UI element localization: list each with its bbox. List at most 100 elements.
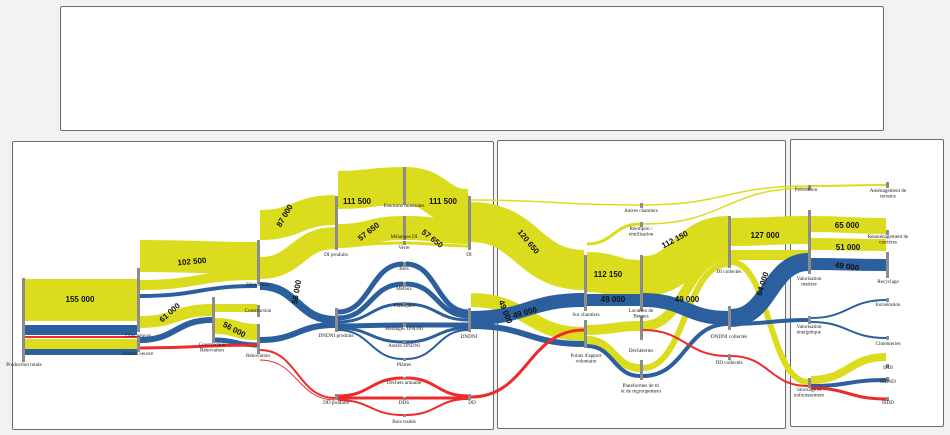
sankey-link [405, 281, 469, 319]
flow-value-label: 49 000 [675, 295, 700, 304]
sankey-nodes [22, 167, 889, 417]
node-label: ISDND [880, 379, 896, 385]
sankey-link [586, 344, 641, 378]
node-label: Sur chantiers [572, 312, 599, 318]
sankey-link [337, 302, 404, 324]
sankey-link [810, 238, 887, 251]
sankey-link [259, 282, 336, 324]
node-label: DI produits [324, 252, 348, 258]
node-di-produits [335, 196, 338, 250]
node-decheteries [640, 316, 643, 340]
node-dd-collectes [728, 354, 731, 360]
node-isdi [886, 364, 889, 368]
node-stockage [808, 378, 811, 388]
node-label: Verre [398, 245, 410, 251]
sankey-link [642, 251, 729, 331]
sankey-link [810, 299, 887, 319]
sankey-link [139, 240, 258, 274]
node-label: DD produits [323, 400, 349, 406]
node-label: DI collectés [717, 269, 742, 275]
sankey-link [470, 328, 585, 399]
node-label: Démolition [246, 282, 270, 288]
node-di [468, 196, 471, 250]
flow-value-label: 112 150 [594, 270, 623, 279]
node-dd [468, 394, 471, 400]
sankey-link [405, 329, 469, 360]
sankey-link [259, 195, 336, 240]
node-dndni-produits [335, 308, 338, 332]
node-reamenagement [886, 230, 889, 235]
node-melanges-di [403, 216, 406, 240]
sankey-link [586, 222, 641, 246]
node-label: Déchets amiante [387, 380, 422, 386]
sankey-link [337, 326, 404, 344]
flow-value-label: 111 500 [429, 197, 458, 206]
node-renovation [257, 324, 260, 354]
node-fractions-minerales [403, 167, 406, 205]
sankey-link [470, 199, 641, 206]
node-demolition [257, 240, 260, 284]
node-construction [257, 305, 260, 317]
sankey-link [730, 318, 809, 326]
inert-waste-flows [24, 167, 887, 385]
node-prevention [808, 185, 811, 190]
sankey-link [642, 187, 809, 225]
node-label: Recyclage [877, 279, 899, 285]
sankey-link [337, 261, 404, 315]
sankey-link [259, 349, 336, 399]
node-valorisation-energetique [808, 316, 811, 324]
node-points-apport [584, 320, 587, 348]
sankey-link [642, 293, 729, 325]
sankey-link [139, 304, 213, 328]
sankey-link [337, 376, 404, 398]
sankey-link [470, 293, 585, 325]
node-construction-renovation [212, 297, 215, 343]
sankey-link [586, 321, 641, 335]
sankey-link [810, 386, 887, 401]
sankey-link [405, 326, 469, 344]
flow-value-label: 111 500 [343, 197, 372, 206]
sankey-link [810, 378, 887, 388]
node-label: Fractions minérales [384, 203, 425, 209]
node-label: Cimenteries [875, 341, 900, 347]
sankey-link [469, 202, 586, 290]
flow-value-label: 65 000 [835, 221, 860, 230]
sankey-link [337, 167, 404, 209]
node-bois [403, 262, 406, 267]
node-sur-chantiers [584, 255, 587, 311]
sankey-link [337, 281, 404, 321]
node-label: Mélanges DI [391, 234, 418, 240]
node-plateformes [640, 360, 643, 380]
sankey-link [405, 241, 469, 248]
node-di-collectes [728, 216, 731, 268]
sankey-link [642, 329, 729, 357]
node-valorisation-matiere [808, 210, 811, 274]
node-production-totale [22, 278, 25, 362]
node-location-bennes [640, 255, 643, 311]
sankey-link [139, 284, 258, 298]
node-label: Réemploi /réutilisation [629, 226, 654, 238]
flow-value-label: 127 000 [751, 231, 780, 240]
node-label: Autres chantiers [624, 208, 658, 214]
node-plastiques [403, 302, 406, 306]
node-label: Mélanges DNDNI [385, 326, 423, 332]
flow-value-label: 56 000 [290, 279, 303, 305]
node-isdd [886, 397, 889, 401]
node-label: Plâtres [397, 362, 411, 368]
node-label: Rénovation [246, 353, 270, 359]
node-label: Incinération [875, 302, 900, 308]
sankey-link [139, 270, 258, 290]
node-label: Construction [245, 308, 272, 314]
non-inert-waste-flows [24, 253, 887, 388]
sankey-link [139, 317, 213, 343]
node-dndni [468, 308, 471, 332]
sankey-link [337, 329, 404, 360]
sankey-link [641, 216, 730, 296]
sankey-link [810, 184, 887, 187]
